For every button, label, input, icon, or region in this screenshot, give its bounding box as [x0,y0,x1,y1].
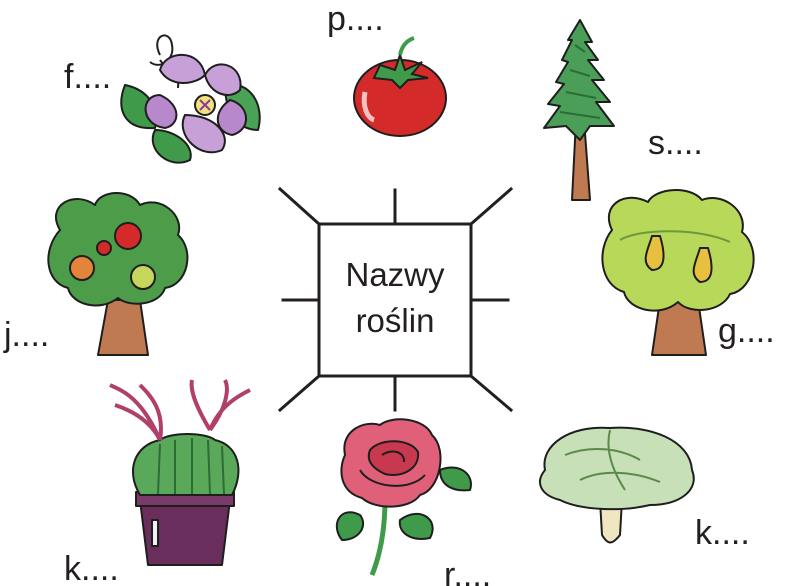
label-tomato: p.... [327,2,384,36]
label-cabbage: k.... [695,516,750,550]
label-spruce: s.... [648,126,703,160]
label-rose: r.... [444,558,491,586]
center-title-line1: Nazwy [319,252,471,298]
label-apple-tree: j.... [4,318,49,352]
center-title: Nazwy roślin [319,252,471,344]
center-title-line2: roślin [319,298,471,344]
label-pear-tree: g.... [718,314,775,348]
label-flower: f.... [64,60,111,94]
label-cactus: k.... [64,552,119,586]
